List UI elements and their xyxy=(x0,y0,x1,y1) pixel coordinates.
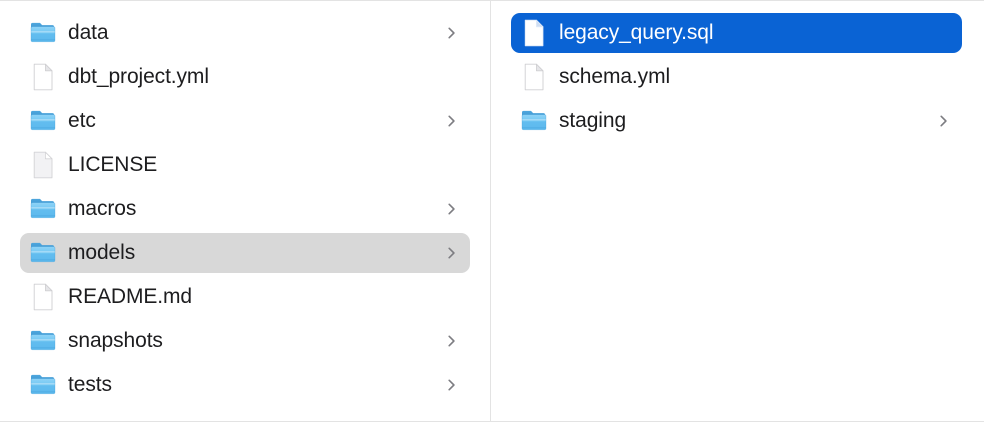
folder-icon xyxy=(30,106,56,136)
document-icon xyxy=(30,62,56,92)
folder-icon xyxy=(30,326,56,356)
file-row-label: LICENSE xyxy=(68,153,158,176)
file-row[interactable]: data xyxy=(20,13,470,53)
file-row-label: schema.yml xyxy=(559,65,671,88)
file-row[interactable]: legacy_query.sql xyxy=(511,13,962,53)
file-row-label: README.md xyxy=(68,285,192,308)
chevron-right-icon[interactable] xyxy=(446,113,458,129)
file-row[interactable]: etc xyxy=(20,101,470,141)
file-row[interactable]: models xyxy=(20,233,470,273)
folder-icon xyxy=(521,106,547,136)
file-row[interactable]: schema.yml xyxy=(511,57,962,97)
chevron-right-icon[interactable] xyxy=(938,113,950,129)
file-row-label: etc xyxy=(68,109,96,132)
file-row-label: snapshots xyxy=(68,329,163,352)
document-icon xyxy=(521,18,547,48)
file-row[interactable]: macros xyxy=(20,189,470,229)
folder-icon xyxy=(30,238,56,268)
file-row-label: legacy_query.sql xyxy=(559,21,714,44)
chevron-right-icon[interactable] xyxy=(446,25,458,41)
file-row-label: staging xyxy=(559,109,627,132)
file-row[interactable]: README.md xyxy=(20,277,470,317)
file-row[interactable]: tests xyxy=(20,365,470,405)
file-row-label: dbt_project.yml xyxy=(68,65,209,88)
file-row[interactable]: dbt_project.yml xyxy=(20,57,470,97)
file-row[interactable]: staging xyxy=(511,101,962,141)
folder-icon xyxy=(30,370,56,400)
file-row[interactable]: snapshots xyxy=(20,321,470,361)
chevron-right-icon[interactable] xyxy=(446,245,458,261)
finder-column-child[interactable]: legacy_query.sql schema.yml xyxy=(491,1,984,421)
file-row-label: data xyxy=(68,21,109,44)
file-row-label: macros xyxy=(68,197,137,220)
finder-column-parent[interactable]: data dbt_project.yml xyxy=(0,1,491,421)
document-icon xyxy=(30,282,56,312)
chevron-right-icon[interactable] xyxy=(446,333,458,349)
folder-icon xyxy=(30,18,56,48)
chevron-right-icon[interactable] xyxy=(446,377,458,393)
file-row[interactable]: LICENSE xyxy=(20,145,470,185)
plain-document-icon xyxy=(30,150,56,180)
folder-icon xyxy=(30,194,56,224)
document-icon xyxy=(521,62,547,92)
file-row-label: tests xyxy=(68,373,112,396)
chevron-right-icon[interactable] xyxy=(446,201,458,217)
file-row-label: models xyxy=(68,241,136,264)
